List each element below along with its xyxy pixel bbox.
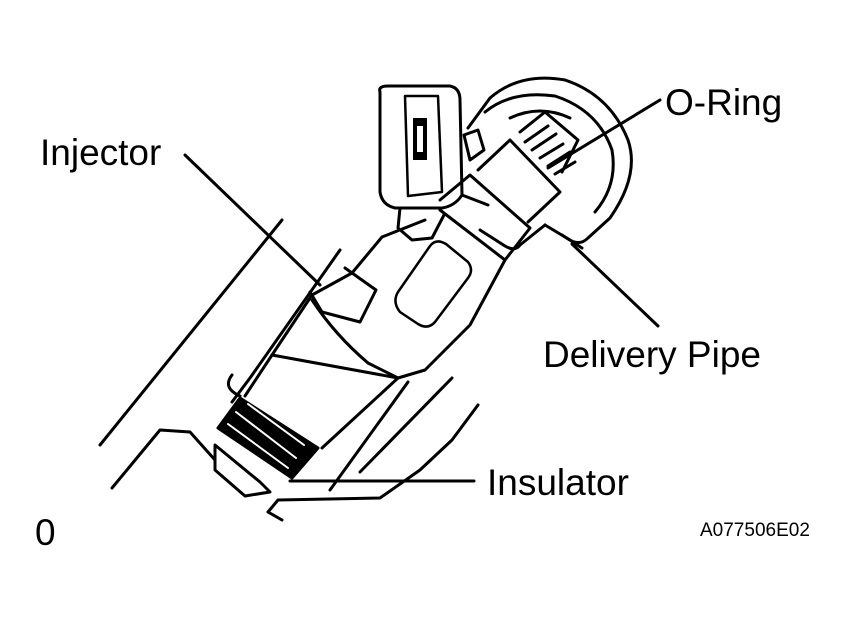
injector-label: Injector xyxy=(40,132,162,173)
figure-code: A077506E02 xyxy=(700,520,810,541)
delivery-pipe-leader xyxy=(570,242,660,328)
o-ring-label: O-Ring xyxy=(665,82,783,123)
o-ring-leader xyxy=(546,98,662,170)
insulator-ring xyxy=(213,396,320,498)
insulator-label: Insulator xyxy=(487,462,629,503)
corner-mark: 0 xyxy=(35,512,56,553)
delivery-pipe-cup xyxy=(462,76,633,251)
injector-body xyxy=(243,173,532,450)
delivery-pipe-label: Delivery Pipe xyxy=(543,334,761,375)
leader-lines xyxy=(183,98,662,483)
injector-leader xyxy=(183,153,322,287)
injector-top xyxy=(476,110,580,224)
